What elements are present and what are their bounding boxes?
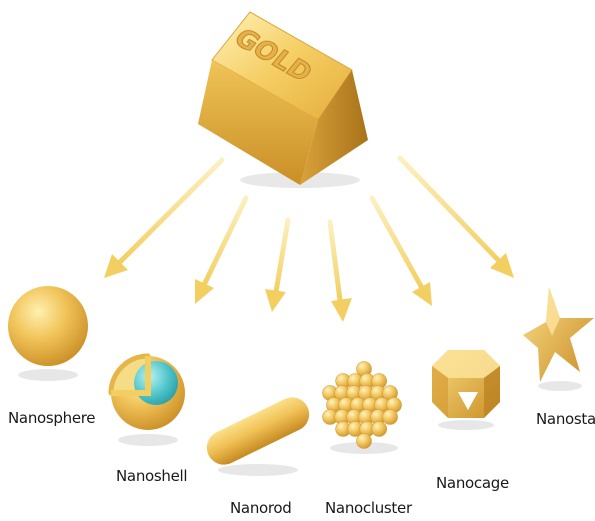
nanostar-icon [523, 287, 594, 391]
cluster-sphere [372, 422, 387, 437]
arrow-to-nanoshell [195, 198, 246, 304]
nanocluster-icon [323, 362, 402, 455]
arrow-to-nanorod [265, 220, 288, 312]
arrow-to-nanosphere [104, 160, 222, 278]
nanorod-label: Nanorod [230, 499, 292, 517]
cluster-sphere [357, 434, 372, 449]
nanostar-label: Nanostar [536, 410, 595, 428]
nanocluster-label: Nanocluster [325, 499, 412, 517]
arrow-to-nanostar [400, 158, 514, 278]
arrow-to-nanocluster [330, 222, 352, 322]
nanoshell-label: Nanoshell [116, 467, 187, 485]
nanocage-label: Nanocage [436, 474, 509, 492]
nanocage-icon [432, 350, 500, 430]
nanorod-icon [201, 392, 315, 476]
cluster-sphere [383, 410, 398, 425]
arrow-to-nanocage [372, 198, 432, 306]
nanosphere-label: Nanosphere [8, 409, 95, 427]
nanoshell-icon [111, 356, 185, 446]
nanosphere-icon [8, 286, 88, 381]
